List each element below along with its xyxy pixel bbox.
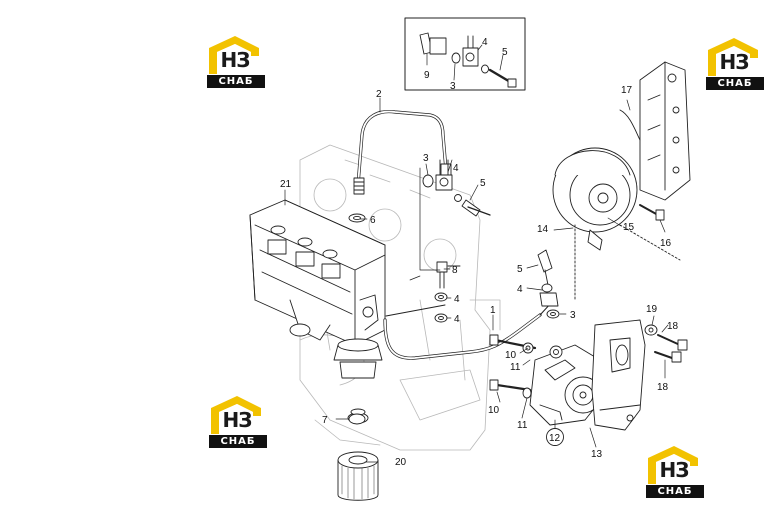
callout-3b: 3 [423,153,429,164]
callout-19: 19 [646,304,658,315]
fuel-filter-head-21 [249,199,386,346]
callout-2: 2 [376,89,382,100]
callout-11a: 11 [510,362,521,373]
leader-lines [284,44,669,463]
logo-house-icon [708,38,758,76]
drive-assembly-17 [552,61,691,301]
callout-10a: 10 [505,350,517,361]
callout-5c: 5 [517,264,523,275]
callout-13: 13 [591,449,603,460]
logo-word: СНАБ [207,75,265,88]
brand-logo: НЗ СНАБ [205,34,267,90]
brand-logo: НЗ СНАБ [207,394,269,450]
callout-4d: 4 [454,314,460,325]
callout-20: 20 [395,457,407,468]
bracket-13 [591,319,646,431]
logo-word: СНАБ [209,435,267,448]
callout-6: 6 [370,215,376,226]
callout-circle-12 [546,428,564,446]
fuel-pipe-2 [353,109,452,195]
callout-16: 16 [660,238,672,249]
callout-12: 12 [549,433,561,444]
callout-4e: 4 [517,284,523,295]
logo-house-icon [209,36,259,74]
callout-3c: 3 [570,310,576,321]
bolts-18-washer-19 [644,324,688,363]
logo-house-icon [648,446,698,484]
logo-letters: НЗ [719,50,750,74]
callout-11b: 11 [517,420,528,431]
logo-house-icon [211,396,261,434]
banjo-fittings-pump [537,249,560,319]
logo-word: СНАБ [646,485,704,498]
callout-7: 7 [322,415,328,426]
callout-15: 15 [623,222,635,233]
logo-letters: НЗ [222,408,253,432]
callout-5a: 5 [502,47,508,58]
callout-1: 1 [490,305,496,316]
callout-3a: 3 [450,81,456,92]
callout-4c: 4 [454,294,460,305]
banjo-fittings-head [348,159,491,425]
brand-logo: НЗ СНАБ [644,444,706,500]
callout-18a: 18 [667,321,679,332]
callout-8: 8 [452,265,458,276]
brand-logo: НЗ СНАБ [704,36,766,92]
logo-letters: НЗ [220,48,251,72]
callout-labels: 2 21 6 3 4 5 8 4 4 1 5 4 3 14 15 17 16 1… [280,37,679,468]
detail-inset [404,17,526,91]
callout-21: 21 [280,179,292,190]
callout-9: 9 [424,70,430,81]
callout-18b: 18 [657,382,669,393]
callout-10b: 10 [488,405,500,416]
callout-14: 14 [537,224,549,235]
fuel-lift-pump-12 [489,334,606,426]
logo-word: СНАБ [706,77,764,90]
logo-letters: НЗ [659,458,690,482]
callout-4b: 4 [453,163,459,174]
callout-4a: 4 [482,37,488,48]
callout-5b: 5 [480,178,486,189]
callout-17: 17 [621,85,633,96]
